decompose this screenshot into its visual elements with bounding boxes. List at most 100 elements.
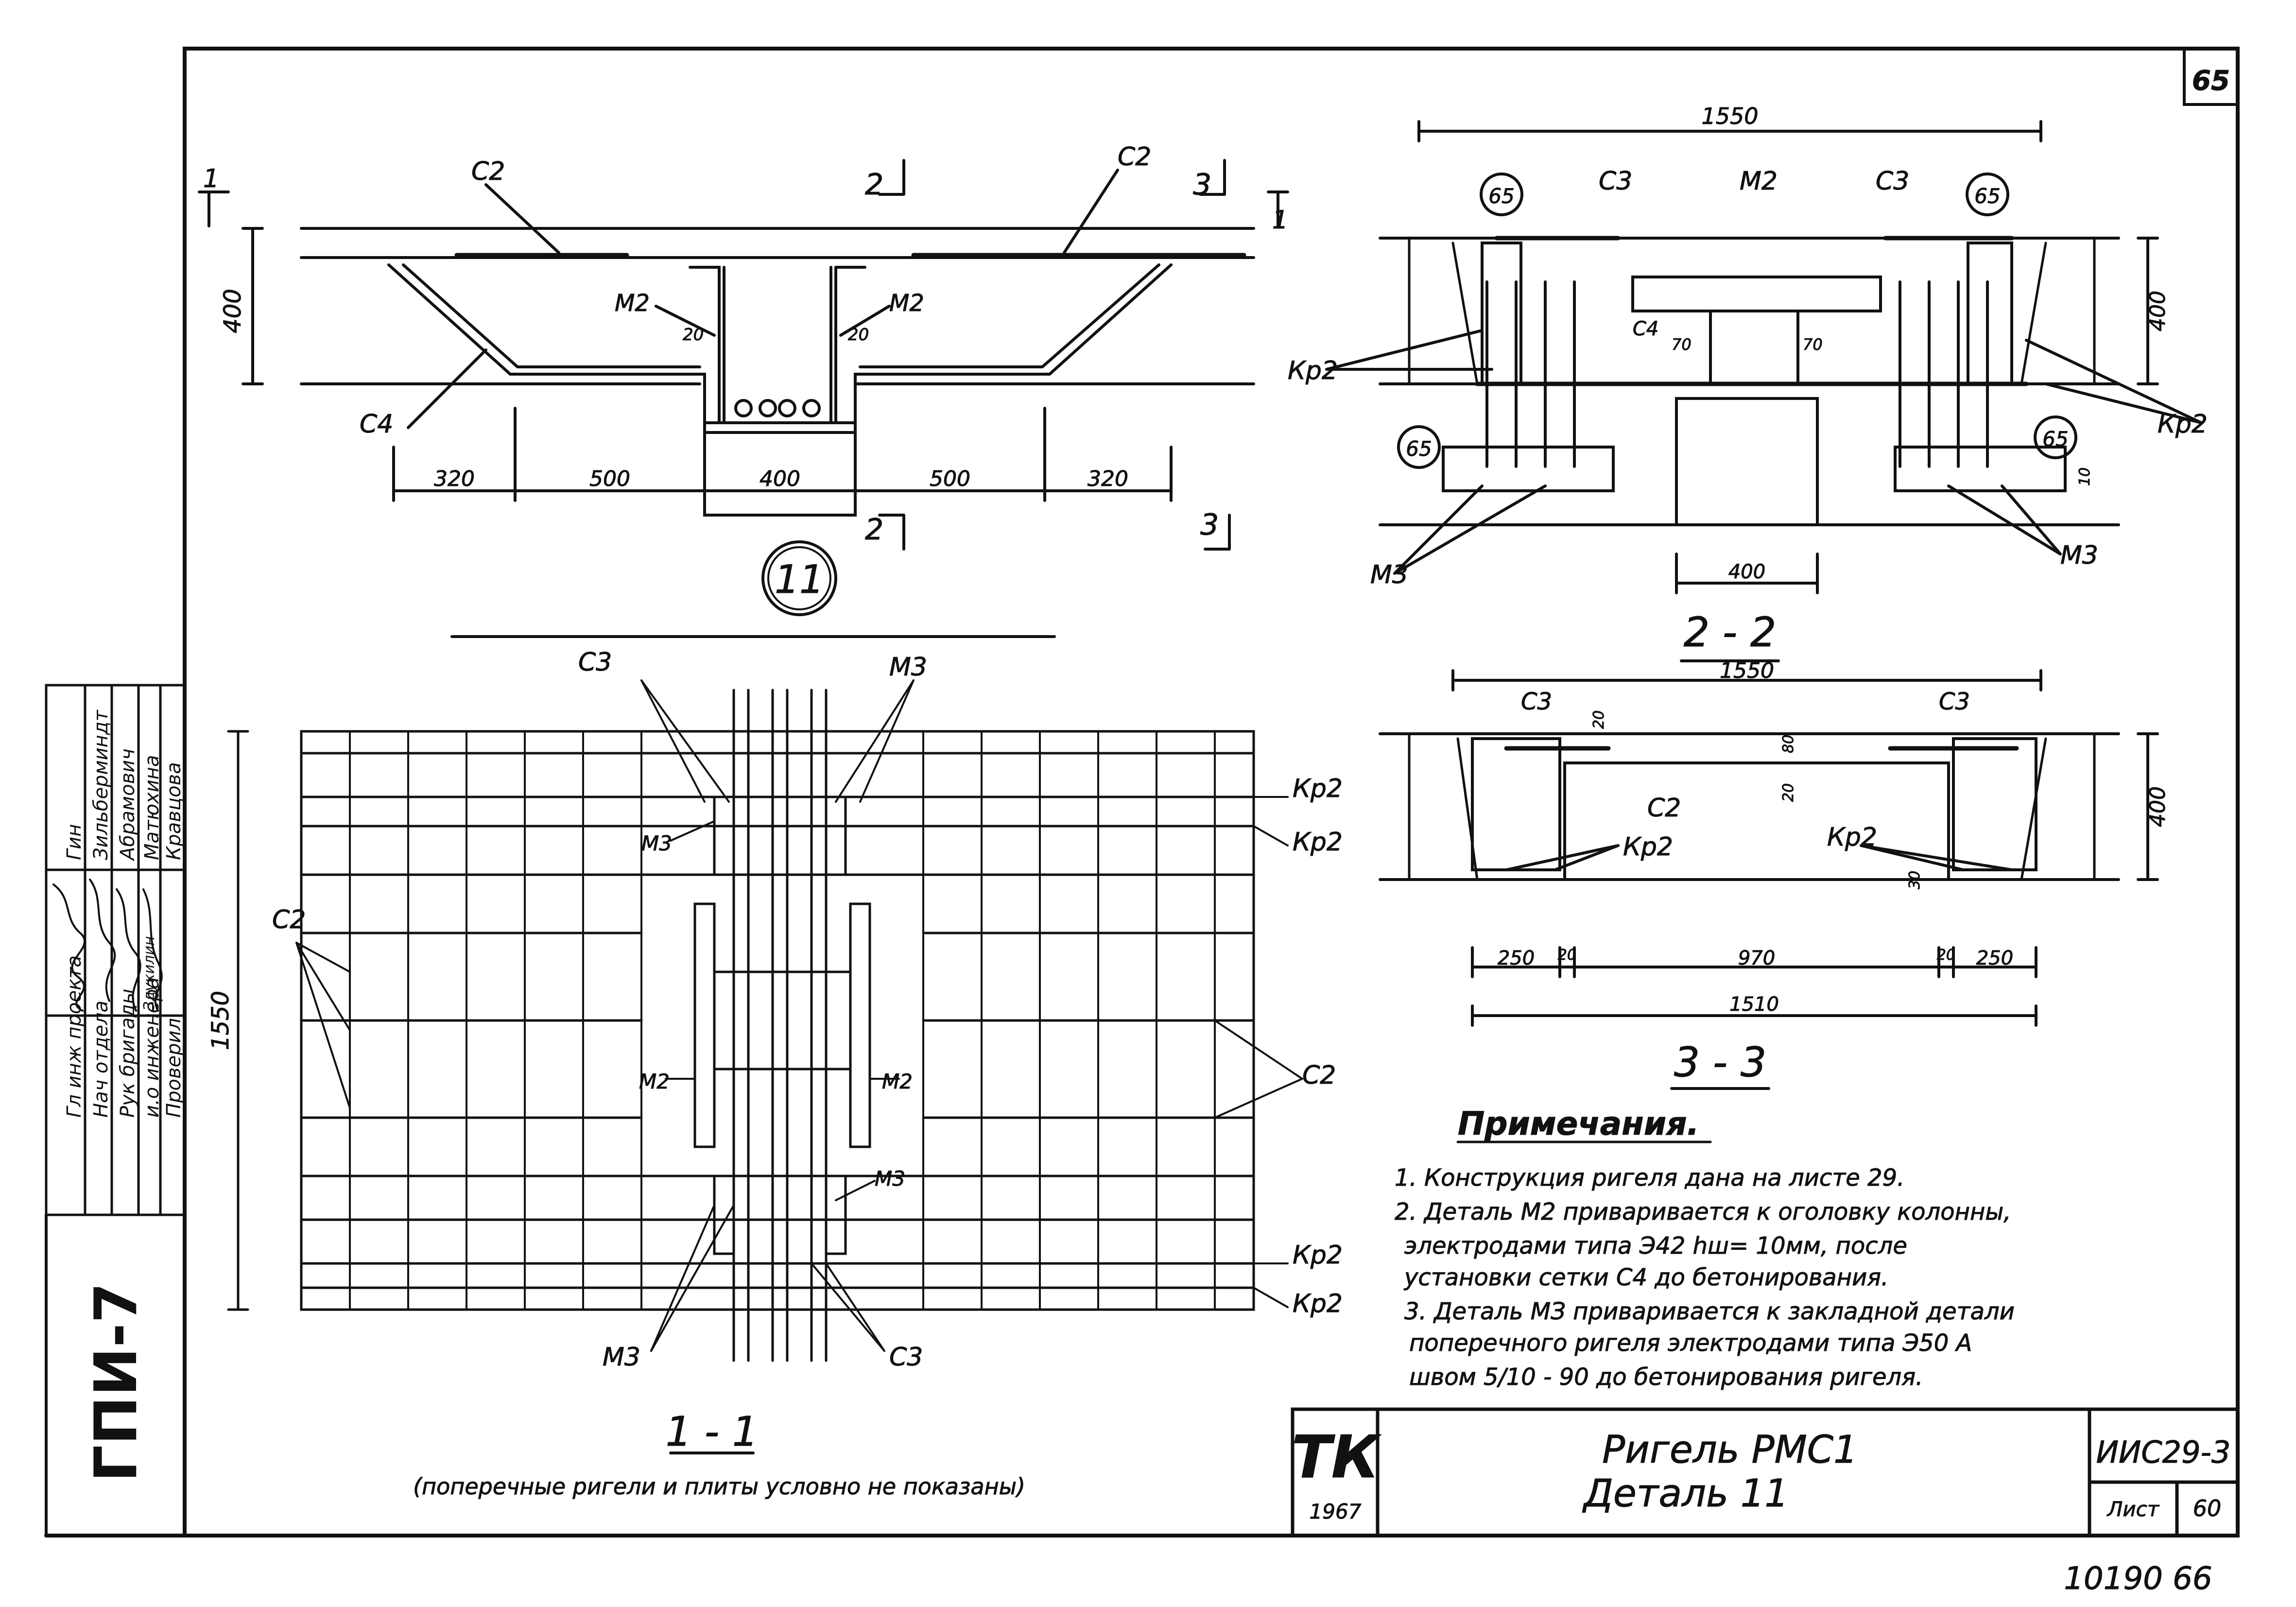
s22-70-b: 70	[1803, 335, 1823, 354]
s11-label-m3-bottom: М3	[603, 1343, 640, 1372]
label-m2-right: М2	[889, 290, 924, 317]
s33-dim-970: 970	[1738, 947, 1775, 969]
s11-label-kp2-1: Кр2	[1293, 774, 1343, 803]
corner-number: 65	[2192, 65, 2230, 97]
dim-320-b: 320	[1088, 467, 1128, 491]
s11-label-m2-left: М2	[639, 1070, 670, 1093]
cut-mark-1-left: 1	[203, 164, 219, 193]
section-1-1-caption: (поперечные ригели и плиты условно не по…	[413, 1473, 1025, 1500]
cut-mark-3-top: 3	[1193, 168, 1211, 202]
s33-label-c3-right: С3	[1939, 688, 1970, 715]
s22-label-m3-left: М3	[1370, 560, 1408, 589]
s11-label-c2-right: С2	[1302, 1061, 1336, 1090]
s11-label-m3-right: М3	[875, 1167, 905, 1191]
title-block-org: ТК	[1292, 1424, 1381, 1491]
role-row-1: Нач отдела	[90, 1000, 112, 1118]
title-line-1: Ригель РМС1	[1602, 1428, 1858, 1472]
drawing-text: 65 10190 66 С2 С2 С4 М2 М2 20 20 1 2 3 1…	[203, 65, 2231, 1597]
section-1-1-title: 1 - 1	[666, 1408, 759, 1455]
s11-label-m2-right: М2	[882, 1070, 913, 1093]
cut-mark-3-bottom: 3	[1200, 508, 1219, 542]
section-3-3-title: 3 - 3	[1674, 1038, 1767, 1086]
s22-10: 10	[2076, 467, 2093, 486]
corner-number-box	[2183, 47, 2239, 106]
section-3-3-drawing	[1379, 669, 2159, 1090]
name-row-1: Абрамович	[117, 748, 139, 860]
note-line-7: швом 5/10 - 90 до бетонирования ригеля.	[1409, 1364, 1923, 1391]
name-row-2: Матюхина	[141, 755, 163, 860]
signature-scribbles	[52, 879, 163, 1012]
s11-label-c3-top: С3	[578, 648, 612, 677]
s22-label-c4: С4	[1633, 318, 1658, 340]
side-stamp-gpi7: ГПИ-7	[83, 1282, 150, 1482]
label-c2-right: С2	[1118, 142, 1151, 172]
s22-label-c3-right: С3	[1876, 167, 1909, 196]
cut-mark-1-right: 1	[1272, 206, 1288, 235]
note-line-1: 1. Конструкция ригеля дана на листе 29.	[1395, 1164, 1904, 1192]
s33-80: 80	[1780, 735, 1797, 753]
sign-row-0: Гин	[63, 824, 86, 860]
s33-label-c2: С2	[1647, 794, 1681, 823]
note-line-3: электродами типа Э42 hш= 10мм, после	[1404, 1232, 1907, 1260]
note-line-5: 3. Деталь МЗ приваривается к закладной д…	[1404, 1298, 2015, 1325]
cut-mark-2-top: 2	[865, 168, 883, 202]
s33-dim-20-a: 20	[1558, 947, 1576, 964]
role-row-0: Гл инж проекта	[63, 955, 86, 1118]
sheet-label: Лист	[2106, 1497, 2160, 1521]
label-c2-left: С2	[471, 157, 505, 186]
s33-20-b: 20	[1780, 783, 1797, 802]
s33-20-a: 20	[1590, 710, 1607, 729]
s33-dim-250-a: 250	[1498, 947, 1535, 969]
s22-circle-65-a: 65	[1488, 184, 1514, 208]
note-line-2: 2. Деталь М2 приваривается к оголовку ко…	[1395, 1198, 2011, 1226]
s33-label-kp2-left: Кр2	[1623, 832, 1673, 862]
s22-label-m3-right: М3	[2060, 541, 2098, 570]
note-line-6: поперечного ригеля электродами типа Э50 …	[1409, 1330, 1972, 1357]
s22-label-c3-left: С3	[1599, 167, 1632, 196]
s33-30: 30	[1906, 871, 1923, 889]
dim-20-left: 20	[683, 325, 704, 345]
dim-20-right: 20	[848, 325, 869, 345]
sheet-number: 60	[2193, 1495, 2222, 1521]
s11-label-kp2-2: Кр2	[1293, 828, 1343, 857]
s33-label-c3-left: С3	[1521, 688, 1552, 715]
s22-dim-400-bottom: 400	[1728, 561, 1765, 583]
document-code: ИИС29-3	[2096, 1434, 2231, 1470]
s11-dim-1550: 1550	[207, 991, 234, 1050]
title-block-frame	[1291, 1407, 2240, 1538]
name-row-0: Зильберминдт	[90, 710, 112, 860]
dim-height-400: 400	[219, 289, 246, 333]
s22-label-kp2-right: Кр2	[2158, 410, 2208, 439]
label-c4: С4	[360, 410, 393, 439]
detail-marker-11: 11	[775, 557, 824, 602]
side-signature-table	[45, 684, 186, 1216]
section-2-2-drawing	[1325, 120, 2203, 662]
note-line-4: установки сетки С4 до бетонирования.	[1403, 1264, 1888, 1291]
s11-label-kp2-4: Кр2	[1293, 1289, 1343, 1318]
s11-label-c3-bottom: С3	[889, 1343, 923, 1372]
s11-label-m3-left: М3	[641, 831, 672, 855]
detail-11-drawing	[198, 159, 1289, 638]
cut-mark-2-bottom: 2	[865, 513, 883, 547]
dim-500-b: 500	[930, 467, 970, 491]
s33-dim-250-b: 250	[1976, 947, 2013, 969]
s11-label-c2-left: С2	[272, 905, 306, 934]
section-1-1-drawing	[227, 679, 1303, 1454]
bottom-numbers: 10190 66	[2064, 1561, 2212, 1597]
s33-dim-1550: 1550	[1720, 658, 1774, 683]
s11-label-m3-top: М3	[889, 653, 927, 682]
name-row-3: Кравцова	[163, 762, 185, 860]
s22-label-m2: М2	[1740, 167, 1778, 196]
sign-row-3: Здукилин	[141, 936, 158, 1011]
notes-title: Примечания.	[1458, 1105, 1699, 1142]
s33-dim-20-b: 20	[1937, 947, 1955, 964]
s22-label-kp2-left: Кр2	[1288, 356, 1338, 385]
s22-circle-65-d: 65	[2042, 427, 2068, 451]
s33-dim-1510: 1510	[1729, 993, 1779, 1016]
s22-circle-65-b: 65	[1974, 184, 2000, 208]
s22-70-a: 70	[1672, 335, 1692, 354]
title-line-2: Деталь 11	[1582, 1472, 1789, 1516]
role-row-2: Рук бригады	[117, 988, 139, 1118]
s22-circle-65-c: 65	[1406, 437, 1432, 461]
